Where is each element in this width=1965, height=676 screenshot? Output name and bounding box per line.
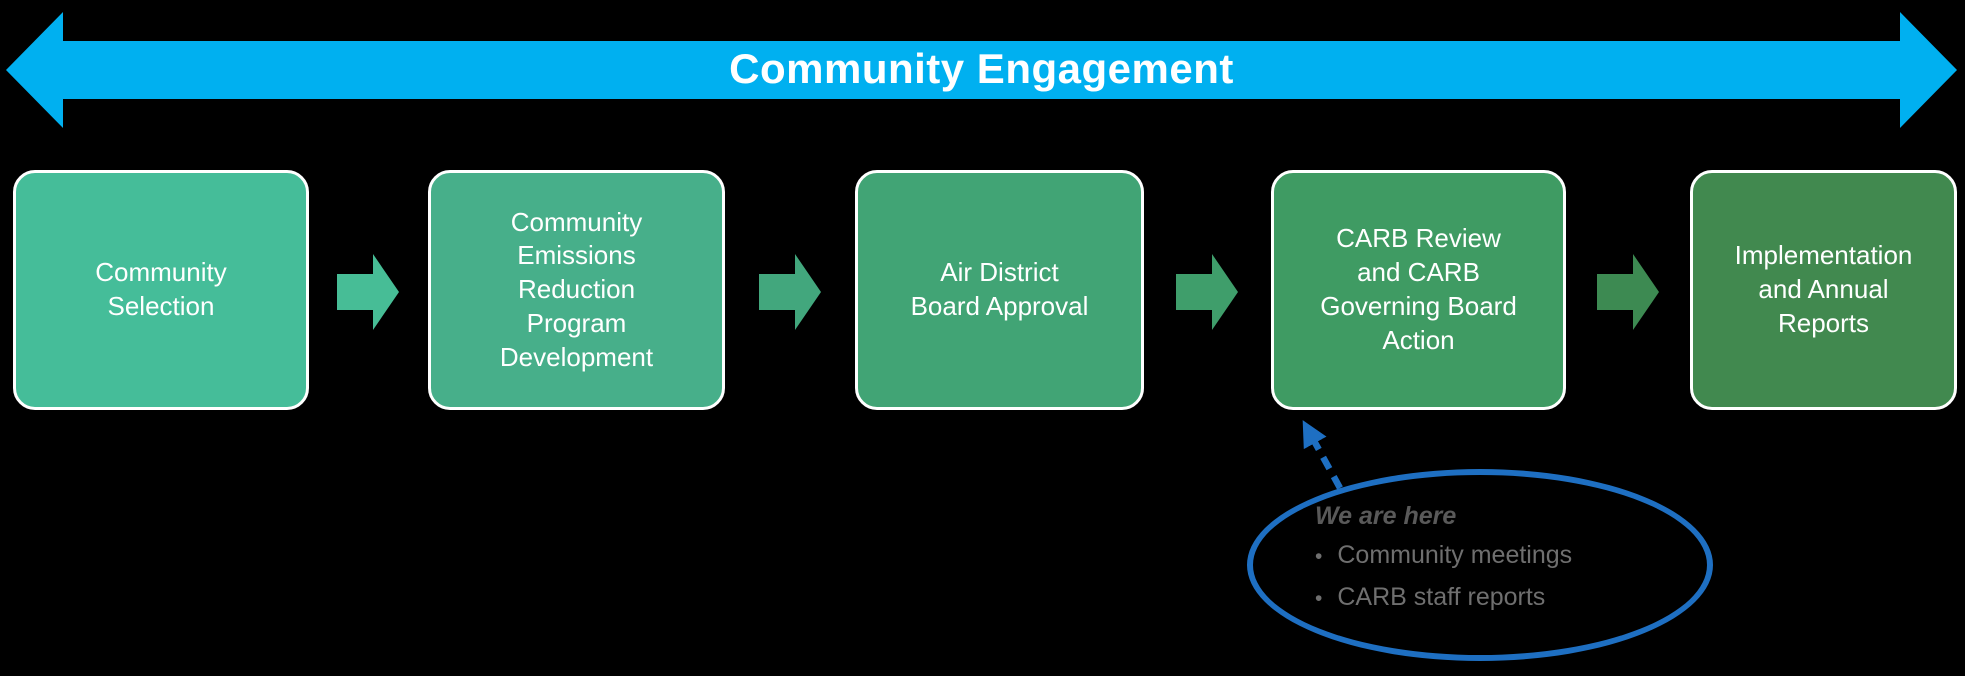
- callout-header: We are here: [1315, 502, 1457, 530]
- step-label: Air District Board Approval: [910, 257, 1089, 321]
- step-label: Community Selection: [95, 257, 227, 321]
- bullet-text: CARB staff reports: [1337, 583, 1546, 611]
- process-step-implementation-annual-reports: Implementation and Annual Reports: [1690, 170, 1957, 410]
- arrow-right-icon: [1176, 254, 1238, 330]
- process-step-community-selection: Community Selection: [13, 170, 309, 410]
- dashed-line: [1302, 420, 1343, 490]
- step-label: Implementation and Annual Reports: [1734, 240, 1913, 338]
- arrow-right-icon: [759, 254, 821, 330]
- process-step-carb-review-board-action: CARB Review and CARB Governing Board Act…: [1271, 170, 1566, 410]
- banner-title: Community Engagement: [729, 45, 1234, 92]
- community-engagement-double-arrow: Community Engagement: [6, 12, 1957, 128]
- we-are-here-callout-ellipse: We are here • Community meetings • CARB …: [1247, 469, 1713, 661]
- step-label: CARB Review and CARB Governing Board Act…: [1320, 223, 1517, 355]
- callout-bullet-item: • CARB staff reports: [1315, 577, 1572, 619]
- arrow-right-icon: [1597, 254, 1659, 330]
- bullet-icon: •: [1315, 545, 1323, 568]
- callout-content: We are here • Community meetings • CARB …: [1315, 497, 1572, 619]
- arrow-right-icon: [337, 254, 399, 330]
- callout-pointer-arrow-icon: [1302, 420, 1343, 490]
- process-step-air-district-board-approval: Air District Board Approval: [855, 170, 1144, 410]
- bullet-text: Community meetings: [1337, 541, 1573, 569]
- callout-bullet-item: • Community meetings: [1315, 535, 1572, 577]
- process-step-cerp-development: Community Emissions Reduction Program De…: [428, 170, 725, 410]
- bullet-icon: •: [1315, 587, 1323, 610]
- step-label: Community Emissions Reduction Program De…: [499, 206, 654, 372]
